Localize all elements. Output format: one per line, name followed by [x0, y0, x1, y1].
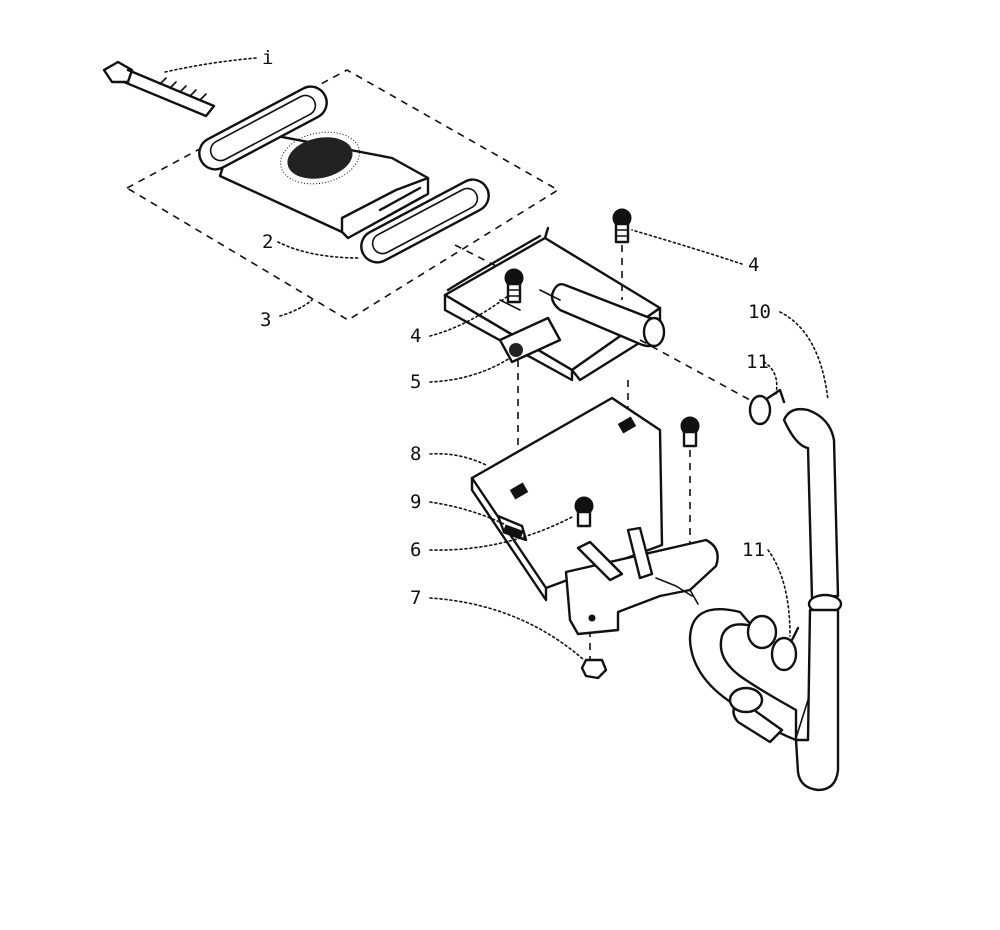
- callout-11-upper: 11: [746, 351, 769, 373]
- part-4-screw-left: [504, 268, 524, 304]
- callout-4-left: 4: [410, 325, 421, 347]
- part-8-mounting-plate: [470, 396, 664, 602]
- part-9-clip: [496, 514, 528, 542]
- callout-2: 2: [262, 231, 273, 253]
- bracket: [564, 526, 719, 636]
- callout-6: 6: [410, 539, 421, 561]
- leader-lines: [164, 57, 829, 661]
- callout-1: i: [262, 47, 273, 69]
- kit-outline: [125, 69, 560, 321]
- callout-10: 10: [748, 301, 771, 323]
- part-11-clamp-upper: [748, 388, 786, 426]
- part-2-filter-assembly: [198, 85, 490, 264]
- screw-right: [680, 416, 700, 448]
- housing: [443, 226, 666, 382]
- part-7-nut: [580, 658, 608, 680]
- callout-7: 7: [410, 587, 421, 609]
- part-5-gasket: [498, 316, 562, 364]
- callout-3: 3: [260, 309, 271, 331]
- part-6-screw: [574, 496, 594, 528]
- callout-8: 8: [410, 443, 421, 465]
- part-11-clamp-lower: [770, 626, 800, 672]
- callout-4-upper: 4: [748, 254, 759, 276]
- callout-9: 9: [410, 491, 421, 513]
- part-4-screw-upper: [612, 208, 632, 244]
- callout-5: 5: [410, 371, 421, 393]
- callout-labels: i 2 3 4 4 5 8 9 6 7 10 11 11: [260, 47, 771, 609]
- part-10-hose: [688, 407, 843, 792]
- part-1-pin: [102, 60, 216, 118]
- callout-11-lower: 11: [742, 539, 765, 561]
